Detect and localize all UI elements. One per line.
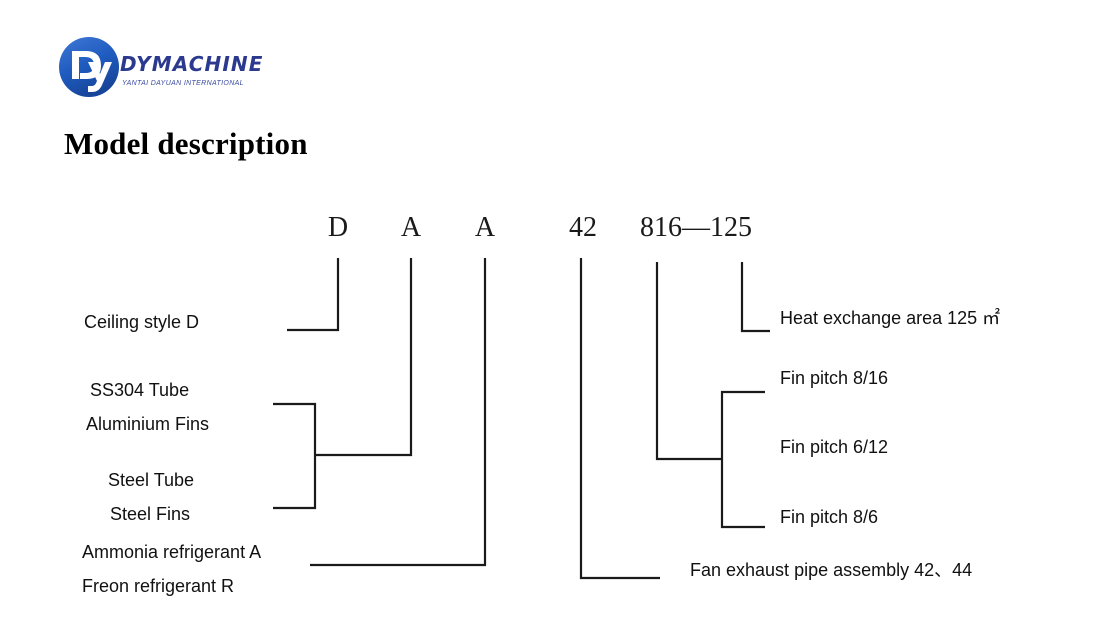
callout-fin-pitch-816: Fin pitch 8/16 [780, 368, 889, 388]
callout-ammonia: Ammonia refrigerant A [82, 542, 262, 562]
code-token-fin_area: 816—125 [640, 212, 752, 243]
code-token-tube_fin: A [400, 212, 422, 243]
callout-steel-fins: Steel Fins [110, 504, 191, 524]
callout-aluminium-fins: Aluminium Fins [86, 414, 210, 434]
callout-fan-exhaust: Fan exhaust pipe assembly 42、44 [690, 560, 973, 580]
leader-line-finpitch-stem [655, 262, 722, 461]
callout-ceiling-style: Ceiling style D [84, 312, 200, 332]
logo-tagline: YANTAI DAYUAN INTERNATIONAL [122, 80, 244, 87]
leader-line-tubefin-stem [315, 258, 413, 457]
callout-freon: Freon refrigerant R [82, 576, 235, 596]
leader-line-fan-leader [579, 258, 660, 580]
code-token-fan: 42 [569, 212, 597, 243]
callout-ss304-tube: SS304 Tube [90, 380, 190, 400]
callout-heat-area: Heat exchange area 125 ㎡ [780, 308, 1001, 328]
company-logo: DYMACHINE YANTAI DAYUAN INTERNATIONAL [58, 36, 298, 106]
callout-fin-pitch-86: Fin pitch 8/6 [780, 507, 879, 527]
leader-line-ceiling-leader [287, 258, 340, 332]
leader-line-finpitch-bracket [720, 390, 765, 529]
code-token-ceiling: D [327, 212, 349, 243]
leader-line-area-leader [740, 262, 770, 333]
logo-wordmark: DYMACHINE [120, 52, 264, 76]
leader-line-tubefin-bracket [273, 402, 317, 510]
page-title: Model description [64, 126, 308, 161]
leader-line-refrig-leader [310, 258, 487, 567]
callout-fin-pitch-612: Fin pitch 6/12 [780, 437, 889, 457]
dy-monogram-icon [59, 37, 119, 97]
callout-steel-tube: Steel Tube [108, 470, 195, 490]
code-token-refrig: A [474, 212, 496, 243]
